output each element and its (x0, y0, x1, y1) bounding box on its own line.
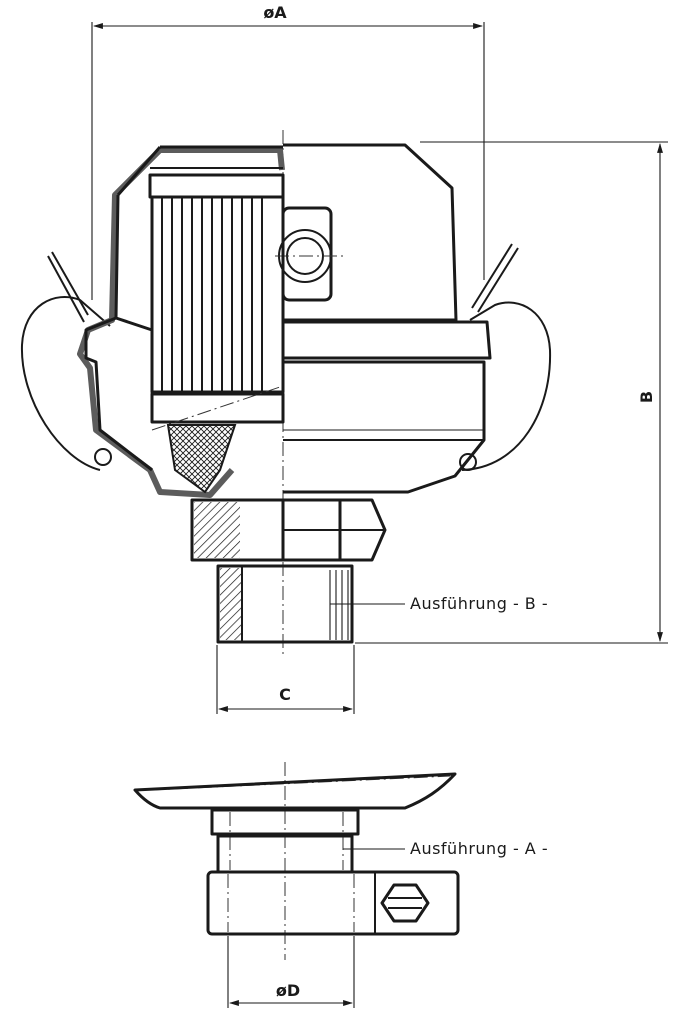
variant-b-view: øA B C (20, 3, 668, 714)
dimension-b-label: B (637, 391, 656, 403)
dimension-d-label: øD (276, 981, 300, 1000)
dimension-b: B (355, 141, 668, 644)
filter-element (150, 195, 285, 394)
hex-nut (190, 498, 387, 562)
hex-screw-icon (380, 883, 430, 923)
neck (210, 808, 360, 836)
dimension-a: øA (91, 3, 485, 300)
thread-spigot (216, 564, 354, 644)
gasket (77, 147, 285, 498)
dimension-c: C (216, 645, 355, 714)
variant-a-label: Ausführung - A - (410, 839, 548, 858)
dish-flange (133, 772, 457, 810)
cap-body (283, 143, 458, 322)
clamp-ring (206, 870, 460, 936)
seal-cone (166, 424, 237, 494)
clip-right (461, 301, 552, 471)
variant-b-label: Ausführung - B - (410, 594, 548, 613)
dimension-a-label: øA (263, 3, 287, 22)
dimension-c-label: C (279, 685, 291, 704)
clip-left (20, 296, 111, 471)
dimension-d: øD (227, 936, 355, 1008)
vent-window (275, 206, 346, 302)
variant-a-view: Ausführung - A - øD (133, 762, 548, 1008)
